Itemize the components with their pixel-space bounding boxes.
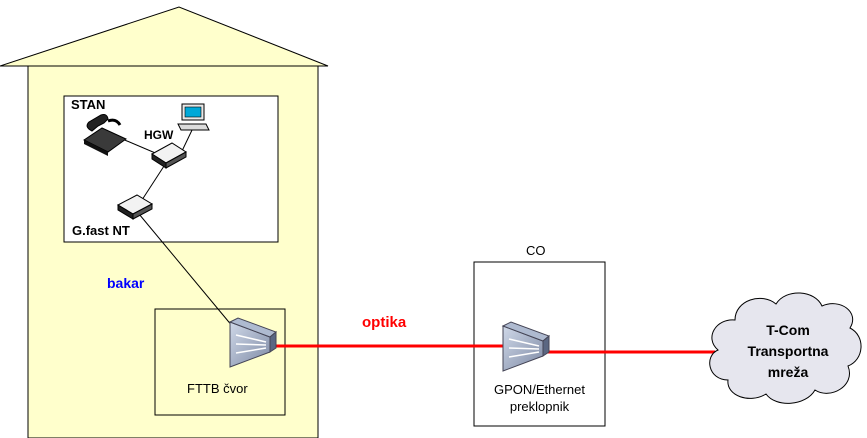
transport-network-cloud	[709, 292, 862, 404]
gfast-nt-label: G.fast NT	[72, 223, 130, 238]
building-roof	[0, 6, 329, 67]
fttb-switch-icon	[228, 317, 277, 368]
copper-label: bakar	[107, 275, 145, 291]
pc-link	[181, 127, 194, 152]
hgw-label: HGW	[144, 128, 174, 142]
telephone-icon	[83, 114, 127, 156]
hgw-nt-link	[139, 162, 167, 204]
co-switch-icon	[501, 321, 550, 372]
fiber-label: optika	[362, 314, 407, 331]
apartment-label: STAN	[71, 97, 106, 112]
co-label: CO	[526, 243, 546, 258]
fttb-node-label: FTTB čvor	[187, 381, 248, 396]
cloud-label-line2: Transportna	[747, 343, 829, 359]
gfast-nt-icon	[116, 194, 154, 220]
co-switch-label-line2: preklopnik	[509, 399, 570, 414]
phone-link	[119, 137, 161, 156]
cloud-label-line3: mreža	[767, 364, 809, 380]
co-switch-label-line1: GPON/Ethernet	[493, 382, 586, 397]
cloud-label-line1: T-Com	[766, 322, 810, 338]
fttb-node-box	[154, 308, 286, 416]
home-gateway-icon	[151, 142, 187, 169]
computer-icon	[177, 103, 210, 131]
copper-line	[138, 213, 239, 334]
